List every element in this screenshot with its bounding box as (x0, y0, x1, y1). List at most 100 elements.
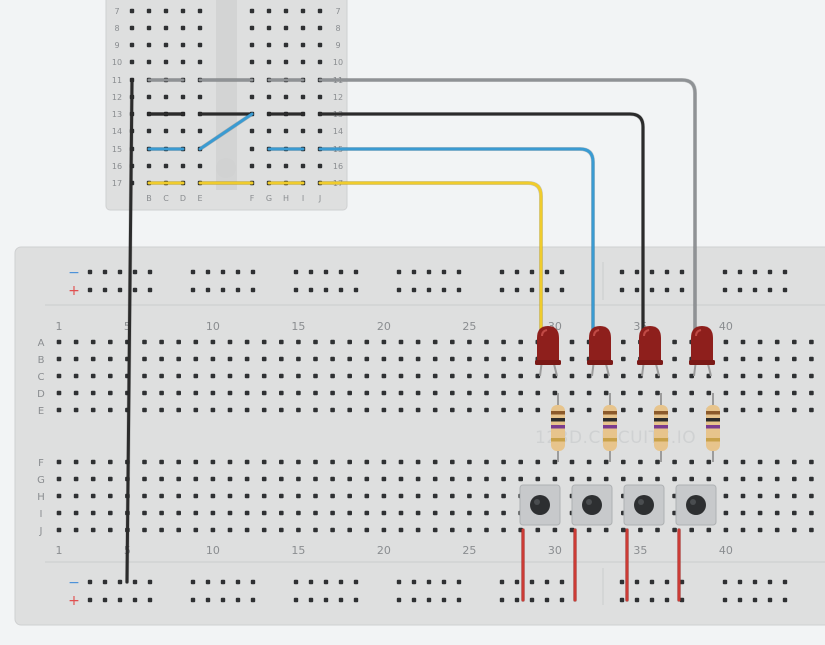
breadboard-hole[interactable] (809, 407, 814, 413)
breadboard-hole[interactable] (484, 493, 489, 499)
rail-hole[interactable] (220, 579, 226, 585)
breadboard-hole[interactable] (621, 407, 626, 413)
breadboard-hole[interactable] (90, 510, 96, 516)
breadboard-hole[interactable] (283, 8, 289, 14)
breadboard-hole[interactable] (283, 59, 289, 65)
breadboard-hole[interactable] (193, 493, 199, 499)
breadboard-hole[interactable] (586, 476, 592, 482)
breadboard-hole[interactable] (279, 339, 284, 345)
breadboard-hole[interactable] (757, 356, 763, 362)
rail-hole[interactable] (529, 287, 535, 293)
rail-hole[interactable] (782, 579, 788, 585)
rail-hole[interactable] (529, 579, 535, 585)
rail-hole[interactable] (722, 287, 728, 293)
breadboard-hole[interactable] (163, 25, 169, 31)
rail-hole[interactable] (544, 269, 550, 275)
breadboard-hole[interactable] (73, 476, 79, 482)
breadboard-hole[interactable] (672, 459, 677, 465)
breadboard-hole[interactable] (638, 390, 643, 396)
rail-hole[interactable] (499, 579, 505, 585)
breadboard-hole[interactable] (672, 390, 677, 396)
breadboard-hole[interactable] (364, 459, 370, 465)
breadboard-hole[interactable] (90, 459, 96, 465)
breadboard-hole[interactable] (415, 510, 421, 516)
breadboard-hole[interactable] (300, 42, 306, 48)
breadboard-hole[interactable] (283, 163, 289, 169)
breadboard-hole[interactable] (621, 476, 626, 482)
rail-hole[interactable] (87, 287, 93, 293)
breadboard-hole[interactable] (317, 42, 323, 48)
rail-hole[interactable] (87, 579, 93, 585)
breadboard-hole[interactable] (108, 527, 113, 533)
breadboard-hole[interactable] (518, 390, 523, 396)
rail-hole[interactable] (147, 269, 153, 275)
rail-hole[interactable] (293, 287, 299, 293)
breadboard-hole[interactable] (266, 163, 272, 169)
breadboard-hole[interactable] (467, 407, 472, 413)
breadboard-hole[interactable] (740, 493, 746, 499)
rail-hole[interactable] (782, 287, 788, 293)
breadboard-hole[interactable] (398, 510, 404, 516)
breadboard-hole[interactable] (740, 407, 746, 413)
breadboard-hole[interactable] (249, 128, 255, 134)
breadboard-hole[interactable] (227, 390, 233, 396)
breadboard-hole[interactable] (467, 373, 472, 379)
breadboard-hole[interactable] (197, 25, 203, 31)
breadboard-hole[interactable] (244, 493, 250, 499)
breadboard-hole[interactable] (381, 390, 387, 396)
breadboard-hole[interactable] (638, 459, 643, 465)
breadboard-hole[interactable] (159, 510, 164, 516)
breadboard-hole[interactable] (313, 493, 318, 499)
breadboard-hole[interactable] (757, 390, 763, 396)
breadboard-hole[interactable] (73, 390, 79, 396)
rail-hole[interactable] (752, 597, 758, 603)
breadboard-hole[interactable] (432, 493, 438, 499)
breadboard-hole[interactable] (244, 476, 250, 482)
rail-hole[interactable] (411, 269, 417, 275)
breadboard-hole[interactable] (364, 527, 370, 533)
breadboard-hole[interactable] (227, 373, 233, 379)
breadboard-hole[interactable] (261, 407, 267, 413)
breadboard-hole[interactable] (180, 8, 186, 14)
wires[interactable] (125, 78, 697, 602)
rail-hole[interactable] (514, 287, 520, 293)
breadboard-hole[interactable] (296, 407, 301, 413)
breadboard-hole[interactable] (432, 339, 438, 345)
breadboard-hole[interactable] (501, 407, 506, 413)
breadboard-hole[interactable] (163, 163, 169, 169)
rail-hole[interactable] (396, 269, 402, 275)
breadboard-hole[interactable] (774, 476, 780, 482)
rail-hole[interactable] (514, 269, 520, 275)
breadboard-hole[interactable] (210, 510, 216, 516)
rail-hole[interactable] (649, 287, 655, 293)
breadboard-hole[interactable] (672, 356, 677, 362)
breadboard-hole[interactable] (638, 407, 643, 413)
breadboard-hole[interactable] (638, 476, 643, 482)
breadboard-hole[interactable] (792, 527, 797, 533)
breadboard-hole[interactable] (330, 390, 335, 396)
rail-hole[interactable] (767, 269, 773, 275)
breadboard-hole[interactable] (672, 527, 677, 533)
breadboard-hole[interactable] (450, 407, 455, 413)
breadboard-hole[interactable] (313, 407, 318, 413)
breadboard-hole[interactable] (163, 59, 169, 65)
breadboard-hole[interactable] (467, 356, 472, 362)
breadboard-hole[interactable] (261, 356, 267, 362)
breadboard-hole[interactable] (484, 339, 489, 345)
breadboard-hole[interactable] (73, 510, 79, 516)
breadboard-hole[interactable] (774, 510, 780, 516)
breadboard-hole[interactable] (296, 373, 301, 379)
breadboard-hole[interactable] (142, 373, 147, 379)
breadboard-hole[interactable] (163, 42, 169, 48)
breadboard-hole[interactable] (381, 476, 387, 482)
breadboard-hole[interactable] (261, 459, 267, 465)
breadboard-hole[interactable] (792, 510, 797, 516)
breadboard-hole[interactable] (484, 459, 489, 465)
rail-hole[interactable] (679, 597, 685, 603)
breadboard-hole[interactable] (723, 390, 729, 396)
breadboard-hole[interactable] (757, 476, 763, 482)
rail-hole[interactable] (338, 287, 344, 293)
breadboard-hole[interactable] (146, 8, 152, 14)
breadboard-hole[interactable] (330, 510, 335, 516)
